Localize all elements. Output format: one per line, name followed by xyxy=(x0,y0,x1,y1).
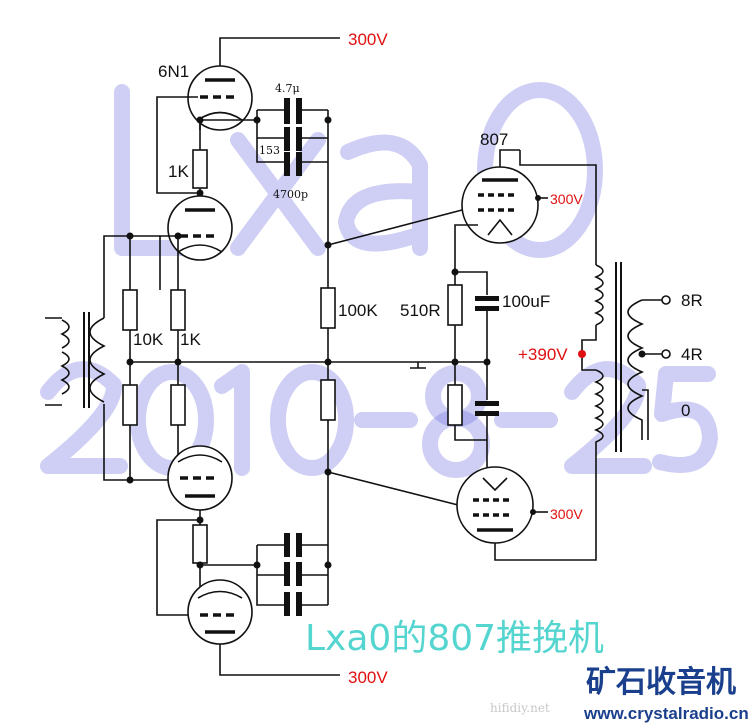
tube-6n1-lower-half xyxy=(167,195,233,261)
label-cap-4700p: 4700p xyxy=(273,188,308,201)
resistor-510r-lower xyxy=(447,384,463,426)
resistor-1k-lower-cathode xyxy=(192,524,208,564)
label-807: 807 xyxy=(480,130,508,149)
label-screen-bottom: 300V xyxy=(550,506,583,522)
logo-url: www.crystalradio.cn xyxy=(583,704,749,723)
label-10k: 10K xyxy=(133,330,164,349)
resistor-1k-upper xyxy=(170,289,186,331)
label-8r: 8R xyxy=(681,291,703,310)
capacitor-bank-upper xyxy=(284,98,302,176)
logo-name: 矿石收音机 xyxy=(586,665,736,700)
label-1k-cathode: 1K xyxy=(168,162,189,181)
resistor-100k-lower xyxy=(320,379,336,421)
capacitor-100uf-lower xyxy=(475,401,499,406)
resistor-100k xyxy=(320,287,336,329)
label-510r: 510R xyxy=(400,301,441,320)
output-stage xyxy=(447,149,671,561)
resistor-1k-cathode xyxy=(192,149,208,189)
label-supply-bottom: 300V xyxy=(348,668,388,687)
logo-faint-site: hifidiy.net xyxy=(490,701,550,715)
resistor-10k-upper xyxy=(122,289,138,331)
watermark-date-graphic xyxy=(40,361,718,478)
plate-load xyxy=(320,209,463,605)
capacitor-bank-lower xyxy=(284,533,302,616)
label-cap-153: 153 xyxy=(259,144,280,157)
resistor-10k-lower xyxy=(122,384,138,426)
label-screen-top: 300V xyxy=(550,191,583,207)
b-plus-node xyxy=(578,350,586,358)
label-100k: 100K xyxy=(338,301,378,320)
label-b-plus: +390V xyxy=(518,345,568,364)
label-cap-4.7u: 4.7μ xyxy=(275,82,300,95)
tube-6n1-lower-b xyxy=(187,579,253,645)
terminal-8r xyxy=(661,295,671,305)
resistor-510r xyxy=(447,284,463,326)
label-6n1: 6N1 xyxy=(158,62,189,81)
input-network xyxy=(45,232,490,484)
terminal-4r xyxy=(661,349,671,359)
lower-driver xyxy=(156,445,340,676)
label-100uf: 100uF xyxy=(502,292,550,311)
label-0: 0 xyxy=(681,401,690,420)
resistor-1k-lower xyxy=(170,384,186,426)
capacitor-100uf xyxy=(475,296,499,301)
label-supply-top: 300V xyxy=(348,30,388,49)
upper-driver xyxy=(156,37,340,290)
label-4r: 4R xyxy=(681,345,703,364)
label-1k: 1K xyxy=(180,330,201,349)
diagram-title: Lxa0的807推挽机 xyxy=(305,618,604,659)
